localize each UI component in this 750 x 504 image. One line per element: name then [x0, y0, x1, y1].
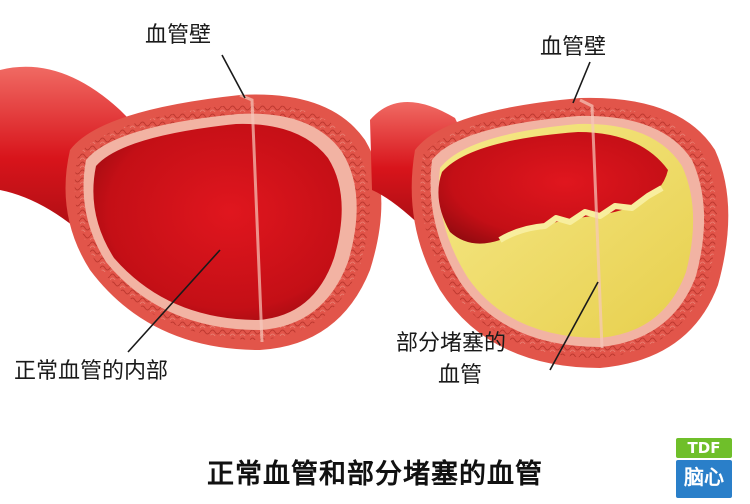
- leader-lines: [127, 54, 599, 371]
- label-partial-blockage-2: 血管: [438, 363, 483, 388]
- label-partial-blockage-1: 部分堵塞的: [396, 331, 507, 356]
- normal-vessel: [0, 66, 382, 350]
- leader-wall-left: [221, 54, 246, 99]
- label-normal-interior: 正常血管的内部: [14, 359, 169, 384]
- blocked-vessel: [370, 97, 729, 369]
- label-vessel-wall-right: 血管壁: [540, 35, 607, 60]
- leader-normal: [127, 249, 221, 353]
- label-vessel-wall-left: 血管壁: [145, 23, 212, 48]
- narrowed-lumen: [438, 132, 668, 244]
- normal-lumen: [93, 123, 342, 320]
- brand-logo: TDF 脑心: [668, 430, 740, 500]
- figure-title: 正常血管和部分堵塞的血管: [207, 459, 543, 490]
- logo-text-bottom: 脑心: [684, 465, 724, 489]
- leader-wall-right: [572, 61, 591, 104]
- logo-text-top: TDF: [687, 439, 721, 457]
- leader-blocked: [549, 281, 599, 371]
